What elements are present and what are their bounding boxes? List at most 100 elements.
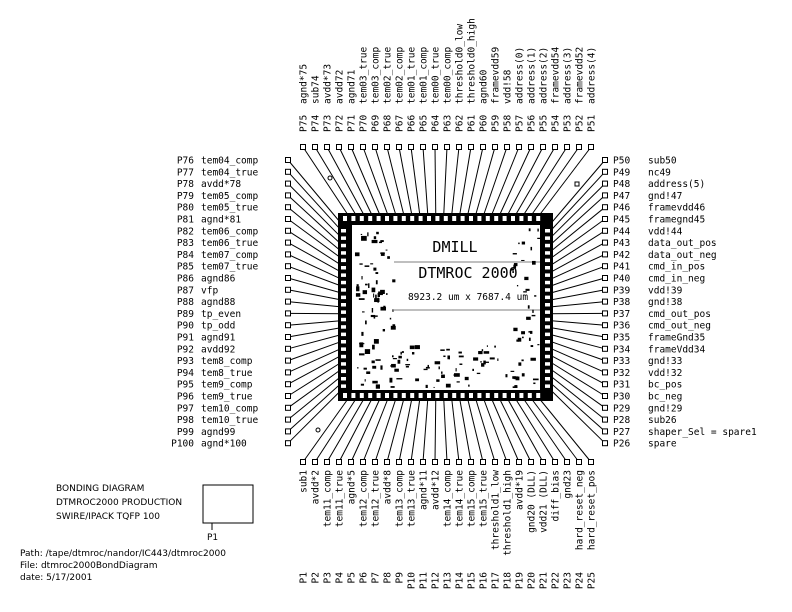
circuit-block: [481, 363, 485, 367]
footer-file: File: dtmroc2000BondDiagram: [20, 561, 158, 571]
pin-name-p39: vdd!39: [648, 285, 683, 296]
lead-pad-p84: [285, 251, 291, 258]
circuit-block: [505, 374, 508, 378]
circuit-block: [427, 364, 429, 368]
pin-name-p87: vfp: [201, 285, 218, 296]
pin-name-p77: tem04_true: [201, 167, 258, 178]
pin-number-p44: P44: [613, 226, 630, 237]
pin-name-p75: agnd*75: [299, 64, 310, 104]
pin-number-p43: P43: [613, 238, 630, 249]
circuit-block: [394, 368, 399, 372]
bond-wire-p54: [513, 146, 556, 219]
bond-wire-p32: [546, 346, 606, 373]
circuit-block: [510, 268, 515, 271]
pin-name-p40: cmd_in_neg: [648, 274, 705, 285]
lead-pad-p7: [372, 459, 378, 465]
pin-name-p12: avdd*12: [431, 470, 442, 510]
die-pad: [460, 393, 465, 398]
lead-pad-p82: [285, 227, 291, 234]
circuit-block: [372, 315, 378, 317]
pin-number-p96: P96: [177, 392, 194, 403]
bond-wire-p43: [546, 242, 606, 275]
die-pad: [545, 266, 550, 270]
bond-wire-p69: [374, 146, 398, 219]
circuit-block: [532, 378, 539, 381]
lead-pad-p9: [396, 459, 402, 465]
pin-name-p70: tem03_true: [359, 47, 370, 104]
pin-number-p85: P85: [177, 262, 194, 273]
lead-pad-p27: [602, 428, 608, 435]
lead-pad-p22: [552, 459, 558, 465]
pin-number-p26: P26: [613, 439, 630, 450]
circuit-block: [526, 316, 531, 320]
circuit-block: [518, 362, 522, 366]
lead-pad-p90: [285, 322, 291, 329]
lead-pad-p32: [602, 369, 608, 376]
pin-number-p29: P29: [613, 403, 630, 414]
lead-pad-p8: [384, 459, 390, 465]
pin-number-p30: P30: [613, 392, 630, 403]
lead-pad-p13: [444, 459, 450, 465]
circuit-block: [389, 317, 392, 320]
bond-wire-p67: [398, 146, 413, 219]
circuit-block: [478, 351, 483, 355]
pin-number-p7: P7: [371, 572, 382, 583]
circuit-block: [402, 351, 404, 354]
pin-name-p62: threshold0_low: [455, 24, 466, 104]
lead-pad-p44: [602, 227, 608, 234]
circuit-block: [528, 337, 531, 341]
die-pad: [418, 216, 423, 221]
die-pad: [545, 384, 550, 388]
circuit-block: [370, 263, 374, 265]
die-pad: [341, 266, 346, 270]
circuit-block: [371, 360, 375, 364]
pin-number-p37: P37: [613, 309, 630, 320]
pin-name-p58: vdd!58: [503, 69, 514, 104]
pin-number-p76: P76: [177, 156, 194, 167]
circuit-block: [425, 366, 430, 369]
pin-number-p24: P24: [575, 572, 586, 589]
circuit-block: [380, 306, 387, 311]
die-pad: [341, 332, 346, 337]
lead-pad-p40: [602, 275, 608, 281]
bond-wire-p45: [546, 218, 606, 262]
pin-name-p26: spare: [648, 439, 677, 450]
lead-pad-p87: [285, 286, 291, 293]
circuit-block: [361, 331, 364, 336]
pin-name-p91: agnd91: [201, 333, 236, 344]
lead-pad-p98: [285, 416, 291, 423]
die-pad: [427, 393, 431, 398]
lead-pad-p48: [602, 180, 608, 187]
die-pad: [393, 216, 398, 221]
lead-pad-p35: [602, 334, 608, 340]
bond-wire-p76: [287, 159, 346, 229]
pin-name-p83: tem06_true: [201, 238, 258, 249]
lead-pad-p10: [408, 459, 414, 465]
die-pad: [545, 295, 550, 300]
pin-number-p100: P100: [171, 439, 194, 450]
lead-pad-p77: [285, 168, 291, 175]
lead-pad-p53: [564, 144, 570, 150]
die-pad: [452, 393, 457, 398]
bond-wire-p50: [546, 159, 606, 229]
bond-wire-p23: [521, 395, 568, 463]
pin-name-p36: cmd_out_neg: [648, 321, 711, 332]
circuit-block: [365, 283, 368, 286]
circuit-block: [375, 359, 381, 361]
circuit-block: [468, 384, 470, 387]
lead-pad-p59: [492, 144, 498, 150]
die-pad: [376, 393, 381, 398]
bond-wire-p71: [350, 146, 382, 219]
circuit-block: [375, 280, 378, 285]
die-pad: [469, 216, 473, 221]
info-box-title: BONDING DIAGRAM: [56, 484, 144, 494]
pin-number-p97: P97: [177, 403, 194, 414]
pin-number-p63: P63: [443, 115, 454, 132]
bond-wire-p72: [338, 146, 374, 219]
circuit-block: [362, 290, 368, 295]
pin-number-p68: P68: [383, 115, 394, 132]
circuit-block: [512, 253, 517, 255]
pin-number-p36: P36: [613, 321, 630, 332]
bond-wire-p55: [505, 146, 544, 219]
